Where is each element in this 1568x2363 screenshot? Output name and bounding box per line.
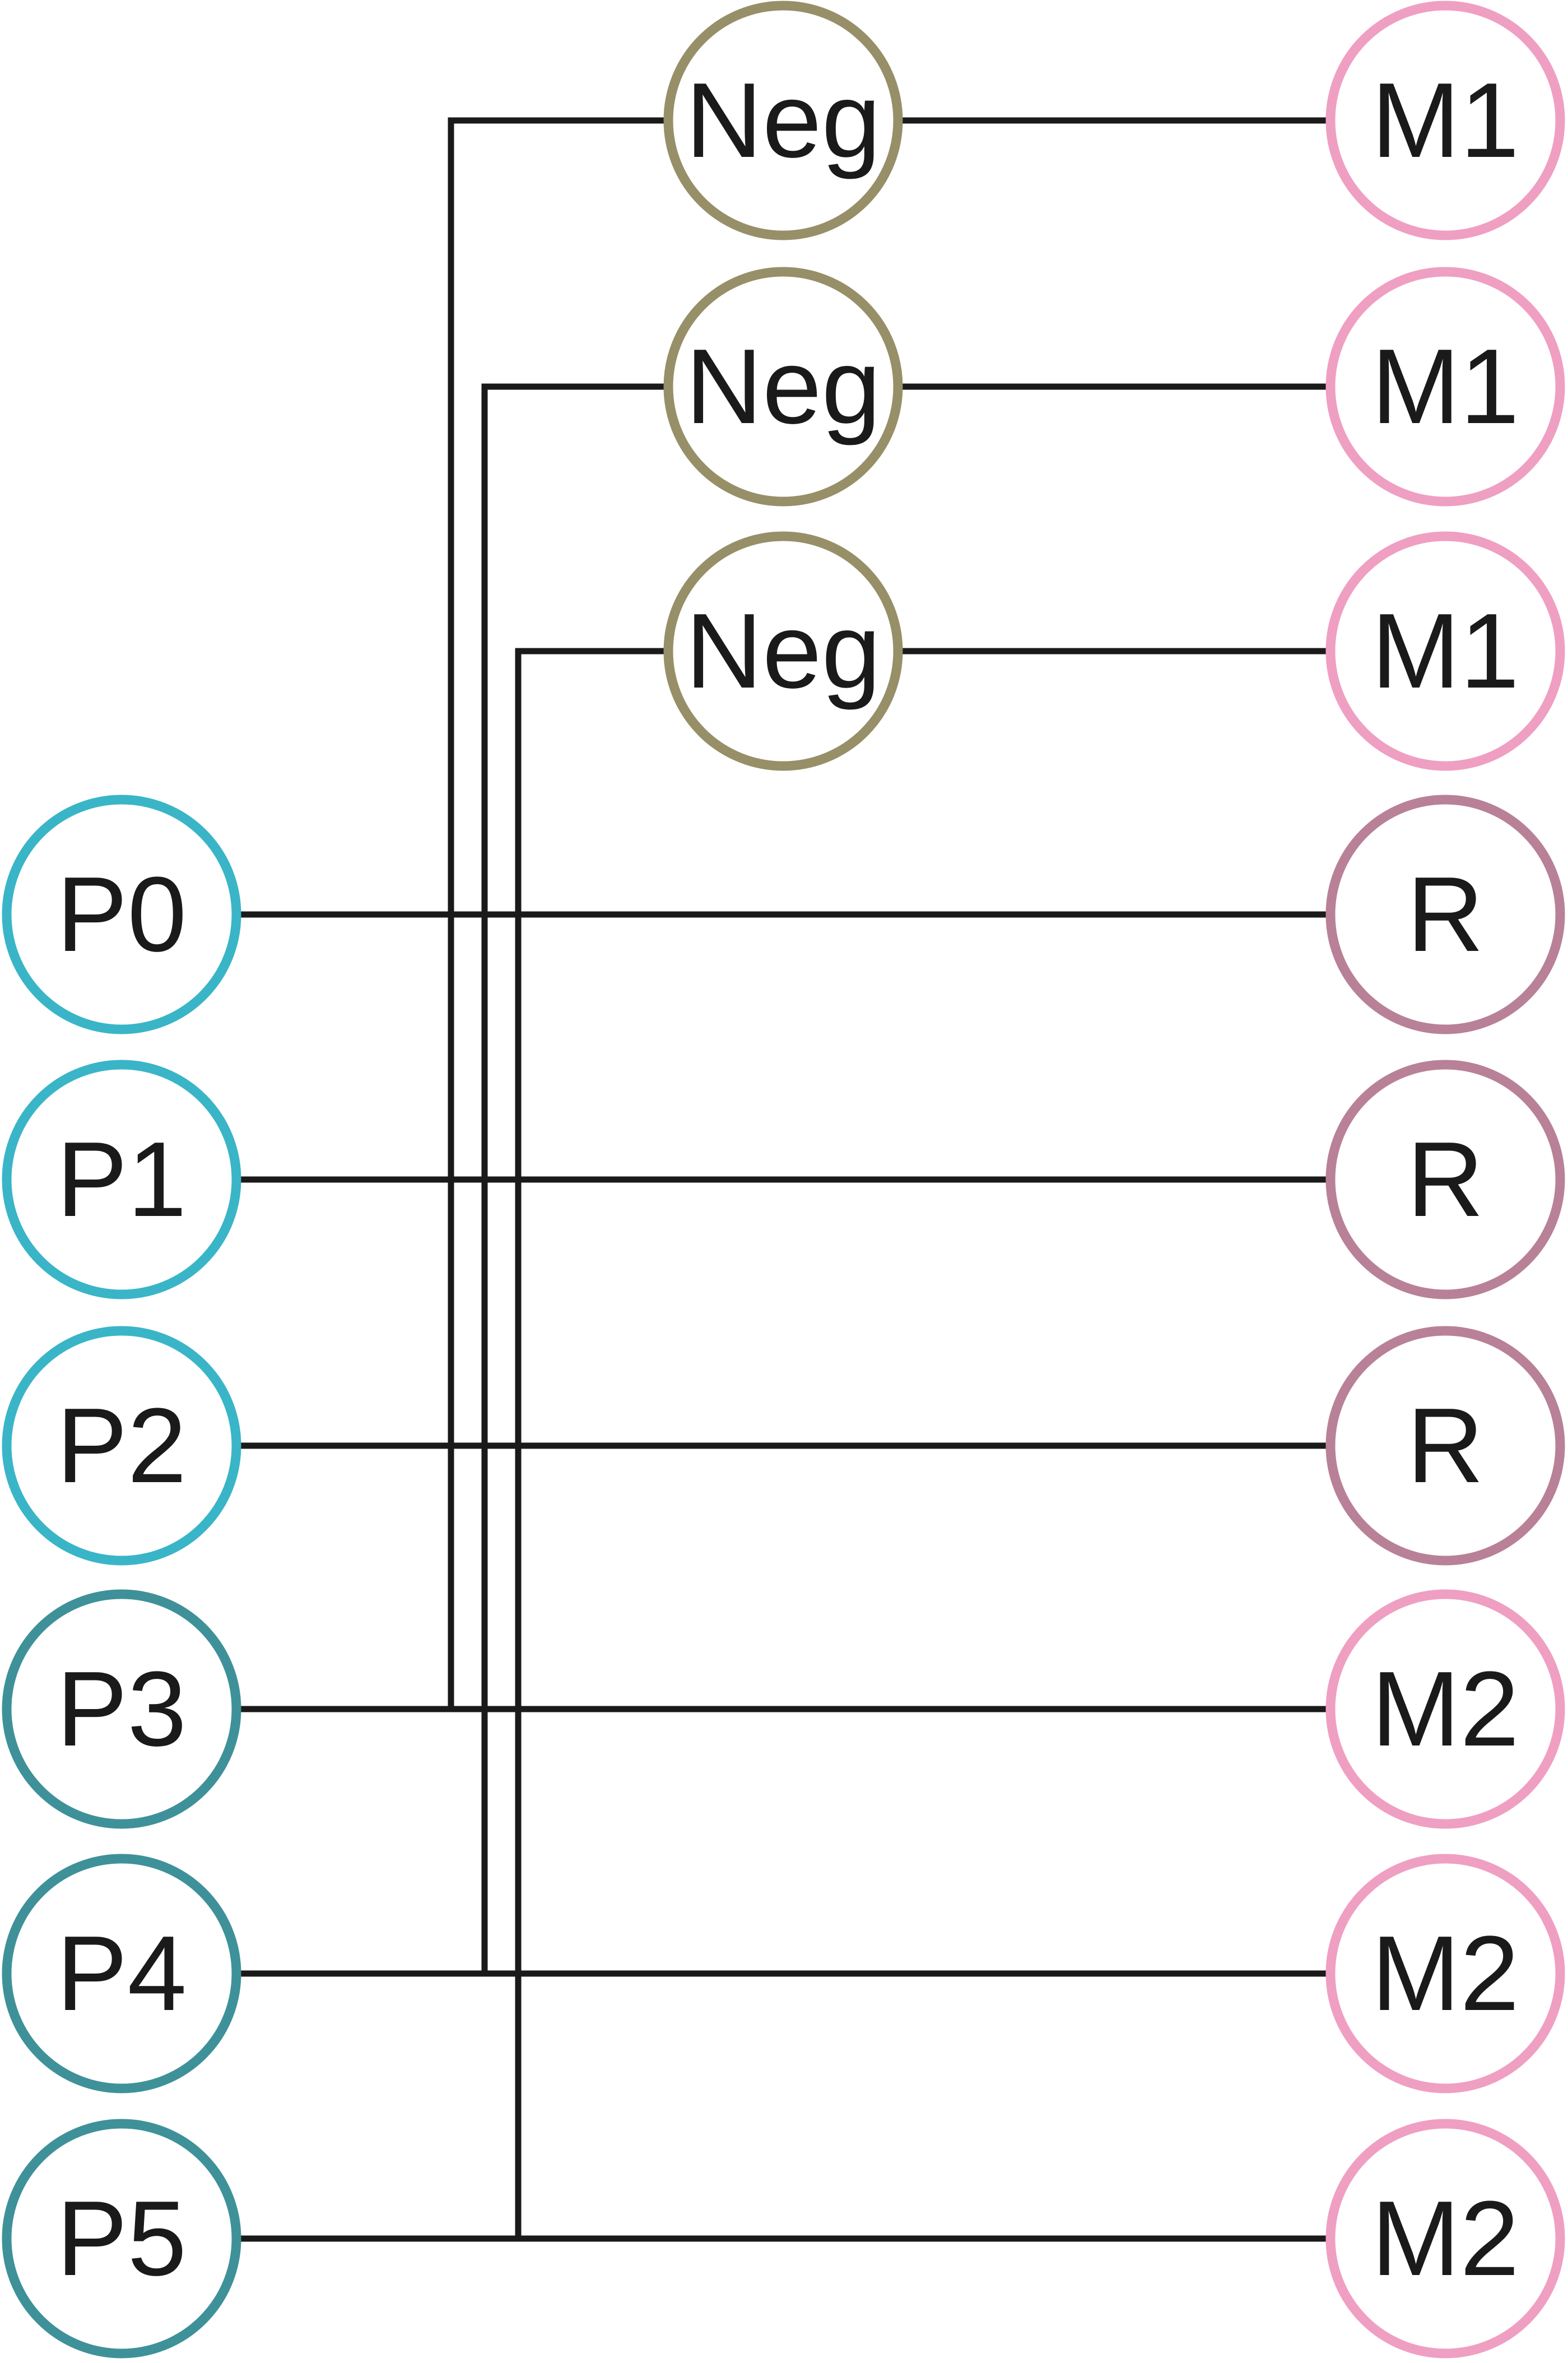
r-node-0: R [1325, 795, 1565, 1034]
connection-wires [241, 117, 1328, 2242]
neg-node-2: Neg [663, 531, 903, 771]
p-node-label: P4 [57, 1914, 187, 2033]
r-node-ring [1325, 1060, 1565, 1299]
p-node-2: P2 [2, 1326, 241, 1566]
r-node-label: R [1407, 1120, 1483, 1239]
wire-p4-to-neg-1 [241, 383, 664, 1977]
neg-node-ring [663, 531, 903, 771]
p-node-ring [2, 1060, 241, 1299]
p-node-label: P2 [57, 1386, 187, 1505]
r-node-2: R [1325, 1326, 1565, 1566]
neg-node-label: Neg [686, 61, 881, 180]
r-node-1: R [1325, 1060, 1565, 1299]
p-node-4: P4 [2, 1854, 241, 2093]
p-node-5: P5 [2, 2119, 241, 2359]
m2-node-label: M2 [1371, 1650, 1519, 1768]
m1-node-2: M1 [1325, 531, 1565, 771]
m1-node-label: M1 [1371, 327, 1519, 446]
m2-node-ring [1325, 1854, 1565, 2093]
r-node-label: R [1407, 855, 1483, 974]
m2-node-label: M2 [1371, 1914, 1519, 2033]
p-node-ring [2, 2119, 241, 2359]
r-node-ring [1325, 795, 1565, 1034]
r-node-ring [1325, 1326, 1565, 1566]
p-node-label: P1 [57, 1120, 187, 1239]
m1-node-0: M1 [1325, 1, 1565, 240]
m2-node-label: M2 [1371, 2179, 1519, 2298]
m1-node-ring [1325, 267, 1565, 507]
neg-node-0: Neg [663, 1, 903, 240]
neg-node-label: Neg [686, 592, 881, 711]
m2-node-ring [1325, 1589, 1565, 1829]
p-node-ring [2, 795, 241, 1034]
wire-p3-to-neg-0 [241, 117, 664, 1712]
m1-node-ring [1325, 531, 1565, 771]
neg-node-ring [663, 1, 903, 240]
wire-p5-to-neg-2 [241, 648, 664, 2242]
m1-node-label: M1 [1371, 592, 1519, 711]
m2-node-2: M2 [1325, 2119, 1565, 2359]
p-node-label: P3 [57, 1650, 187, 1768]
p-node-label: P5 [57, 2179, 187, 2298]
m1-node-1: M1 [1325, 267, 1565, 507]
m1-node-label: M1 [1371, 61, 1519, 180]
neg-node-ring [663, 267, 903, 507]
neg-node-label: Neg [686, 327, 881, 446]
p-node-ring [2, 1589, 241, 1829]
m2-node-1: M2 [1325, 1854, 1565, 2093]
neg-node-1: Neg [663, 267, 903, 507]
m2-node-0: M2 [1325, 1589, 1565, 1829]
r-node-label: R [1407, 1386, 1483, 1505]
p-node-ring [2, 1854, 241, 2093]
p-node-label: P0 [57, 855, 187, 974]
p-node-ring [2, 1326, 241, 1566]
m2-node-ring [1325, 2119, 1565, 2359]
m1-node-ring [1325, 1, 1565, 240]
p-node-1: P1 [2, 1060, 241, 1299]
p-node-0: P0 [2, 795, 241, 1034]
p-node-3: P3 [2, 1589, 241, 1829]
